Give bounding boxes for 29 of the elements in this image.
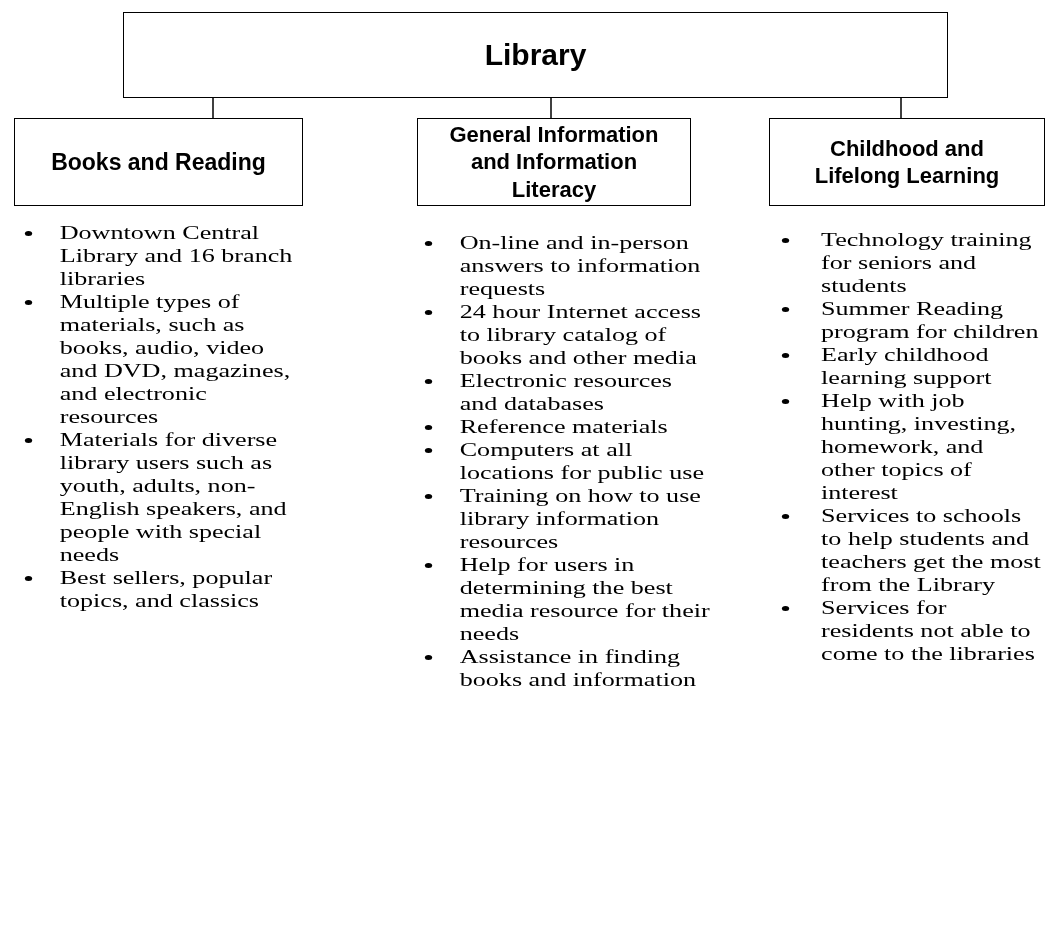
bullet-text: Help with job hunting, investing, homework, and other topics of interest: [821, 390, 1018, 505]
connector-line: [550, 97, 552, 119]
connector-line: [900, 97, 902, 119]
bullet-text: Help for users in determining the best media resource for their needs: [459, 554, 711, 646]
bullet-text: Materials for diverse library users such as youth, adults, non-English speakers, and people with special needs: [59, 429, 288, 567]
bullet-text: Best sellers, popular topics, and classics: [59, 567, 274, 613]
bullet-text: 24 hour Internet access to library catalog of books and other media: [459, 301, 703, 370]
box-title: Library: [484, 37, 587, 74]
bullet-text: Reference materials: [459, 416, 669, 439]
root-box: [123, 12, 948, 98]
bullet-text: Technology training for seniors and students: [821, 229, 1033, 298]
bullet-text: Training on how to use library information resources: [459, 485, 702, 554]
bullet-text: Downtown Central Library and 16 branch libraries: [59, 222, 294, 291]
box-title: Books and Reading: [51, 147, 266, 177]
bullet-text: Services to schools to help students and teachers get the most from the Library: [821, 505, 1042, 597]
bullet-text: On-line and in-person answers to information requests: [459, 232, 702, 301]
bullet-text: Electronic resources and databases: [459, 370, 674, 416]
category-box: [769, 118, 1045, 206]
bullet-text: Assistance in finding books and information: [459, 646, 698, 692]
category-box: [14, 118, 303, 206]
bullet-text: Early childhood learning support: [821, 344, 993, 390]
bullet-text: Services for residents not able to come to the libraries: [821, 597, 1036, 666]
bullet-text: Summer Reading program for children: [821, 298, 1040, 344]
bullet-text: Multiple types of materials, such as books, audio, video and DVD, magazines, and electronic resources: [59, 291, 292, 429]
connector-line: [212, 97, 214, 119]
box-title: Childhood and Lifelong Learning: [813, 134, 1001, 190]
bullet-text: Computers at all locations for public use: [459, 439, 705, 485]
box-title: General Information and Information Literacy: [448, 120, 660, 204]
category-box: [417, 118, 691, 206]
